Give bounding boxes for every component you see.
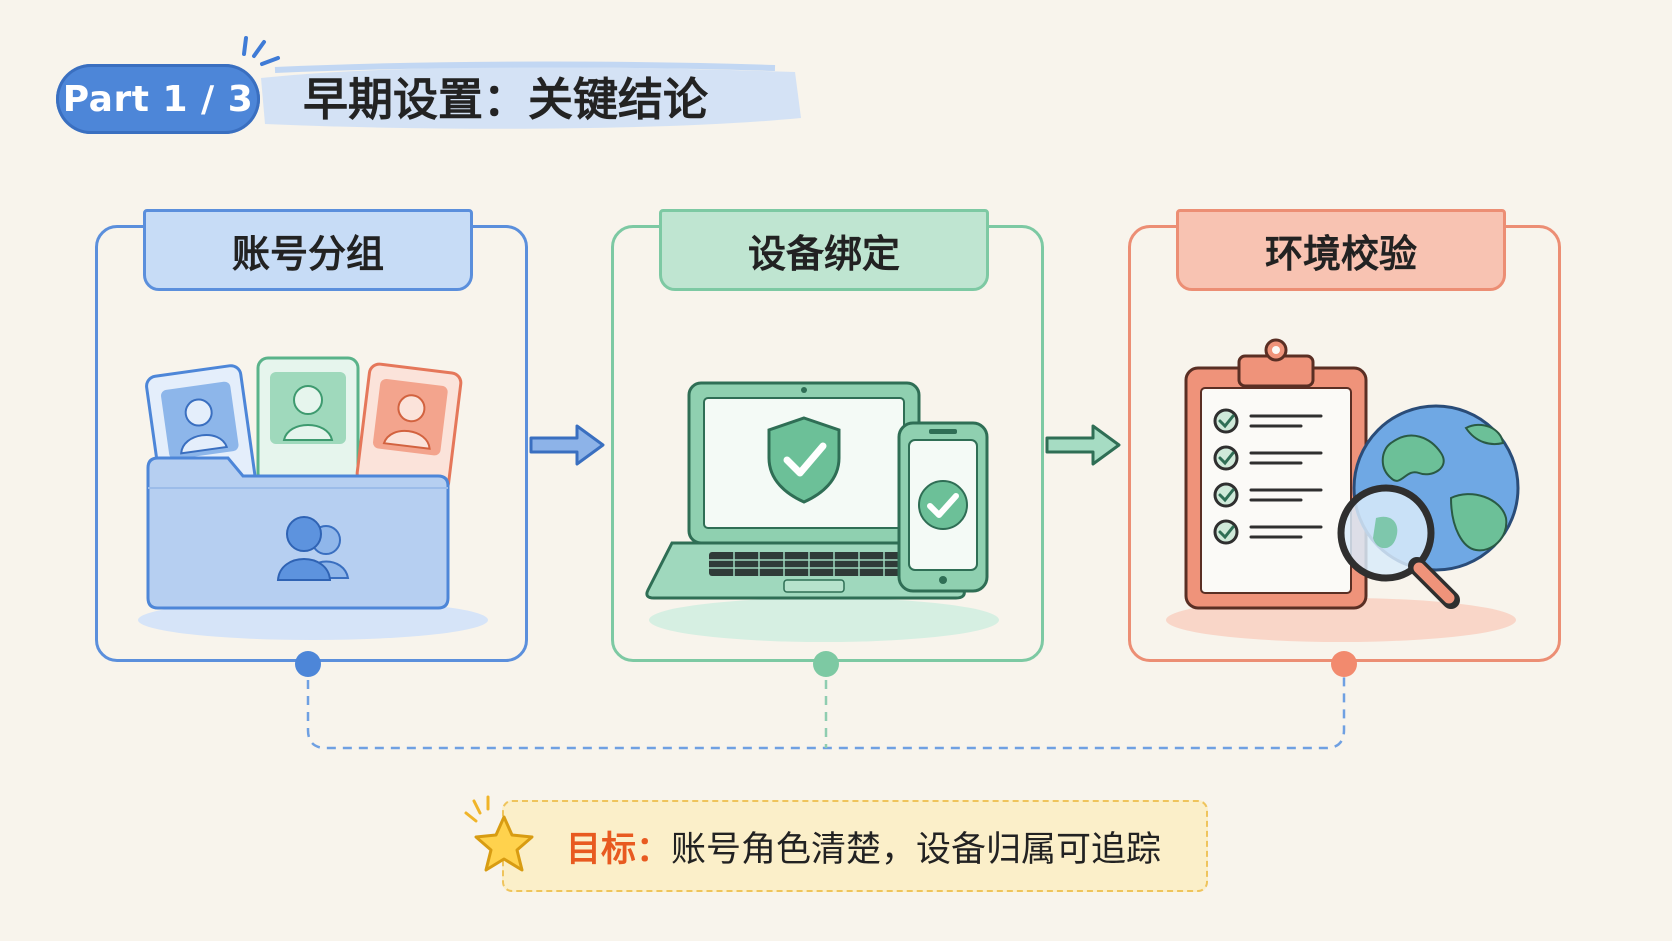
goal-text: 账号角色清楚，设备归属可追踪 bbox=[671, 829, 1162, 870]
laptop-phone-shield-icon bbox=[645, 381, 999, 642]
step-card-device-binding: 设备绑定 bbox=[611, 209, 1044, 662]
title-highlight-brush bbox=[261, 61, 801, 129]
step-card-environment-check: 环境校验 bbox=[1128, 209, 1561, 662]
step-title: 设备绑定 bbox=[659, 209, 989, 291]
step-title: 账号分组 bbox=[143, 209, 473, 291]
goal-label: 目标： bbox=[566, 829, 672, 870]
step-connector bbox=[295, 651, 1357, 750]
connector-dot-blue bbox=[295, 651, 321, 677]
flow-arrow-icon bbox=[1045, 424, 1121, 466]
part-badge: Part 1 / 3 bbox=[56, 64, 260, 134]
star-icon bbox=[464, 795, 534, 872]
connector-dot-orange bbox=[1331, 651, 1357, 677]
flow-arrow-icon bbox=[529, 424, 605, 466]
goal-callout: 目标： 账号角色清楚，设备归属可追踪 bbox=[502, 800, 1208, 892]
step-title: 环境校验 bbox=[1176, 209, 1506, 291]
sparkle-lines-icon bbox=[242, 36, 280, 66]
account-folder-icon bbox=[138, 356, 488, 640]
clipboard-globe-magnifier-icon bbox=[1166, 338, 1520, 642]
page-title: 早期设置：关键结论 bbox=[303, 73, 709, 126]
step-card-account-grouping: 账号分组 bbox=[95, 209, 528, 662]
connector-dot-green bbox=[813, 651, 839, 677]
